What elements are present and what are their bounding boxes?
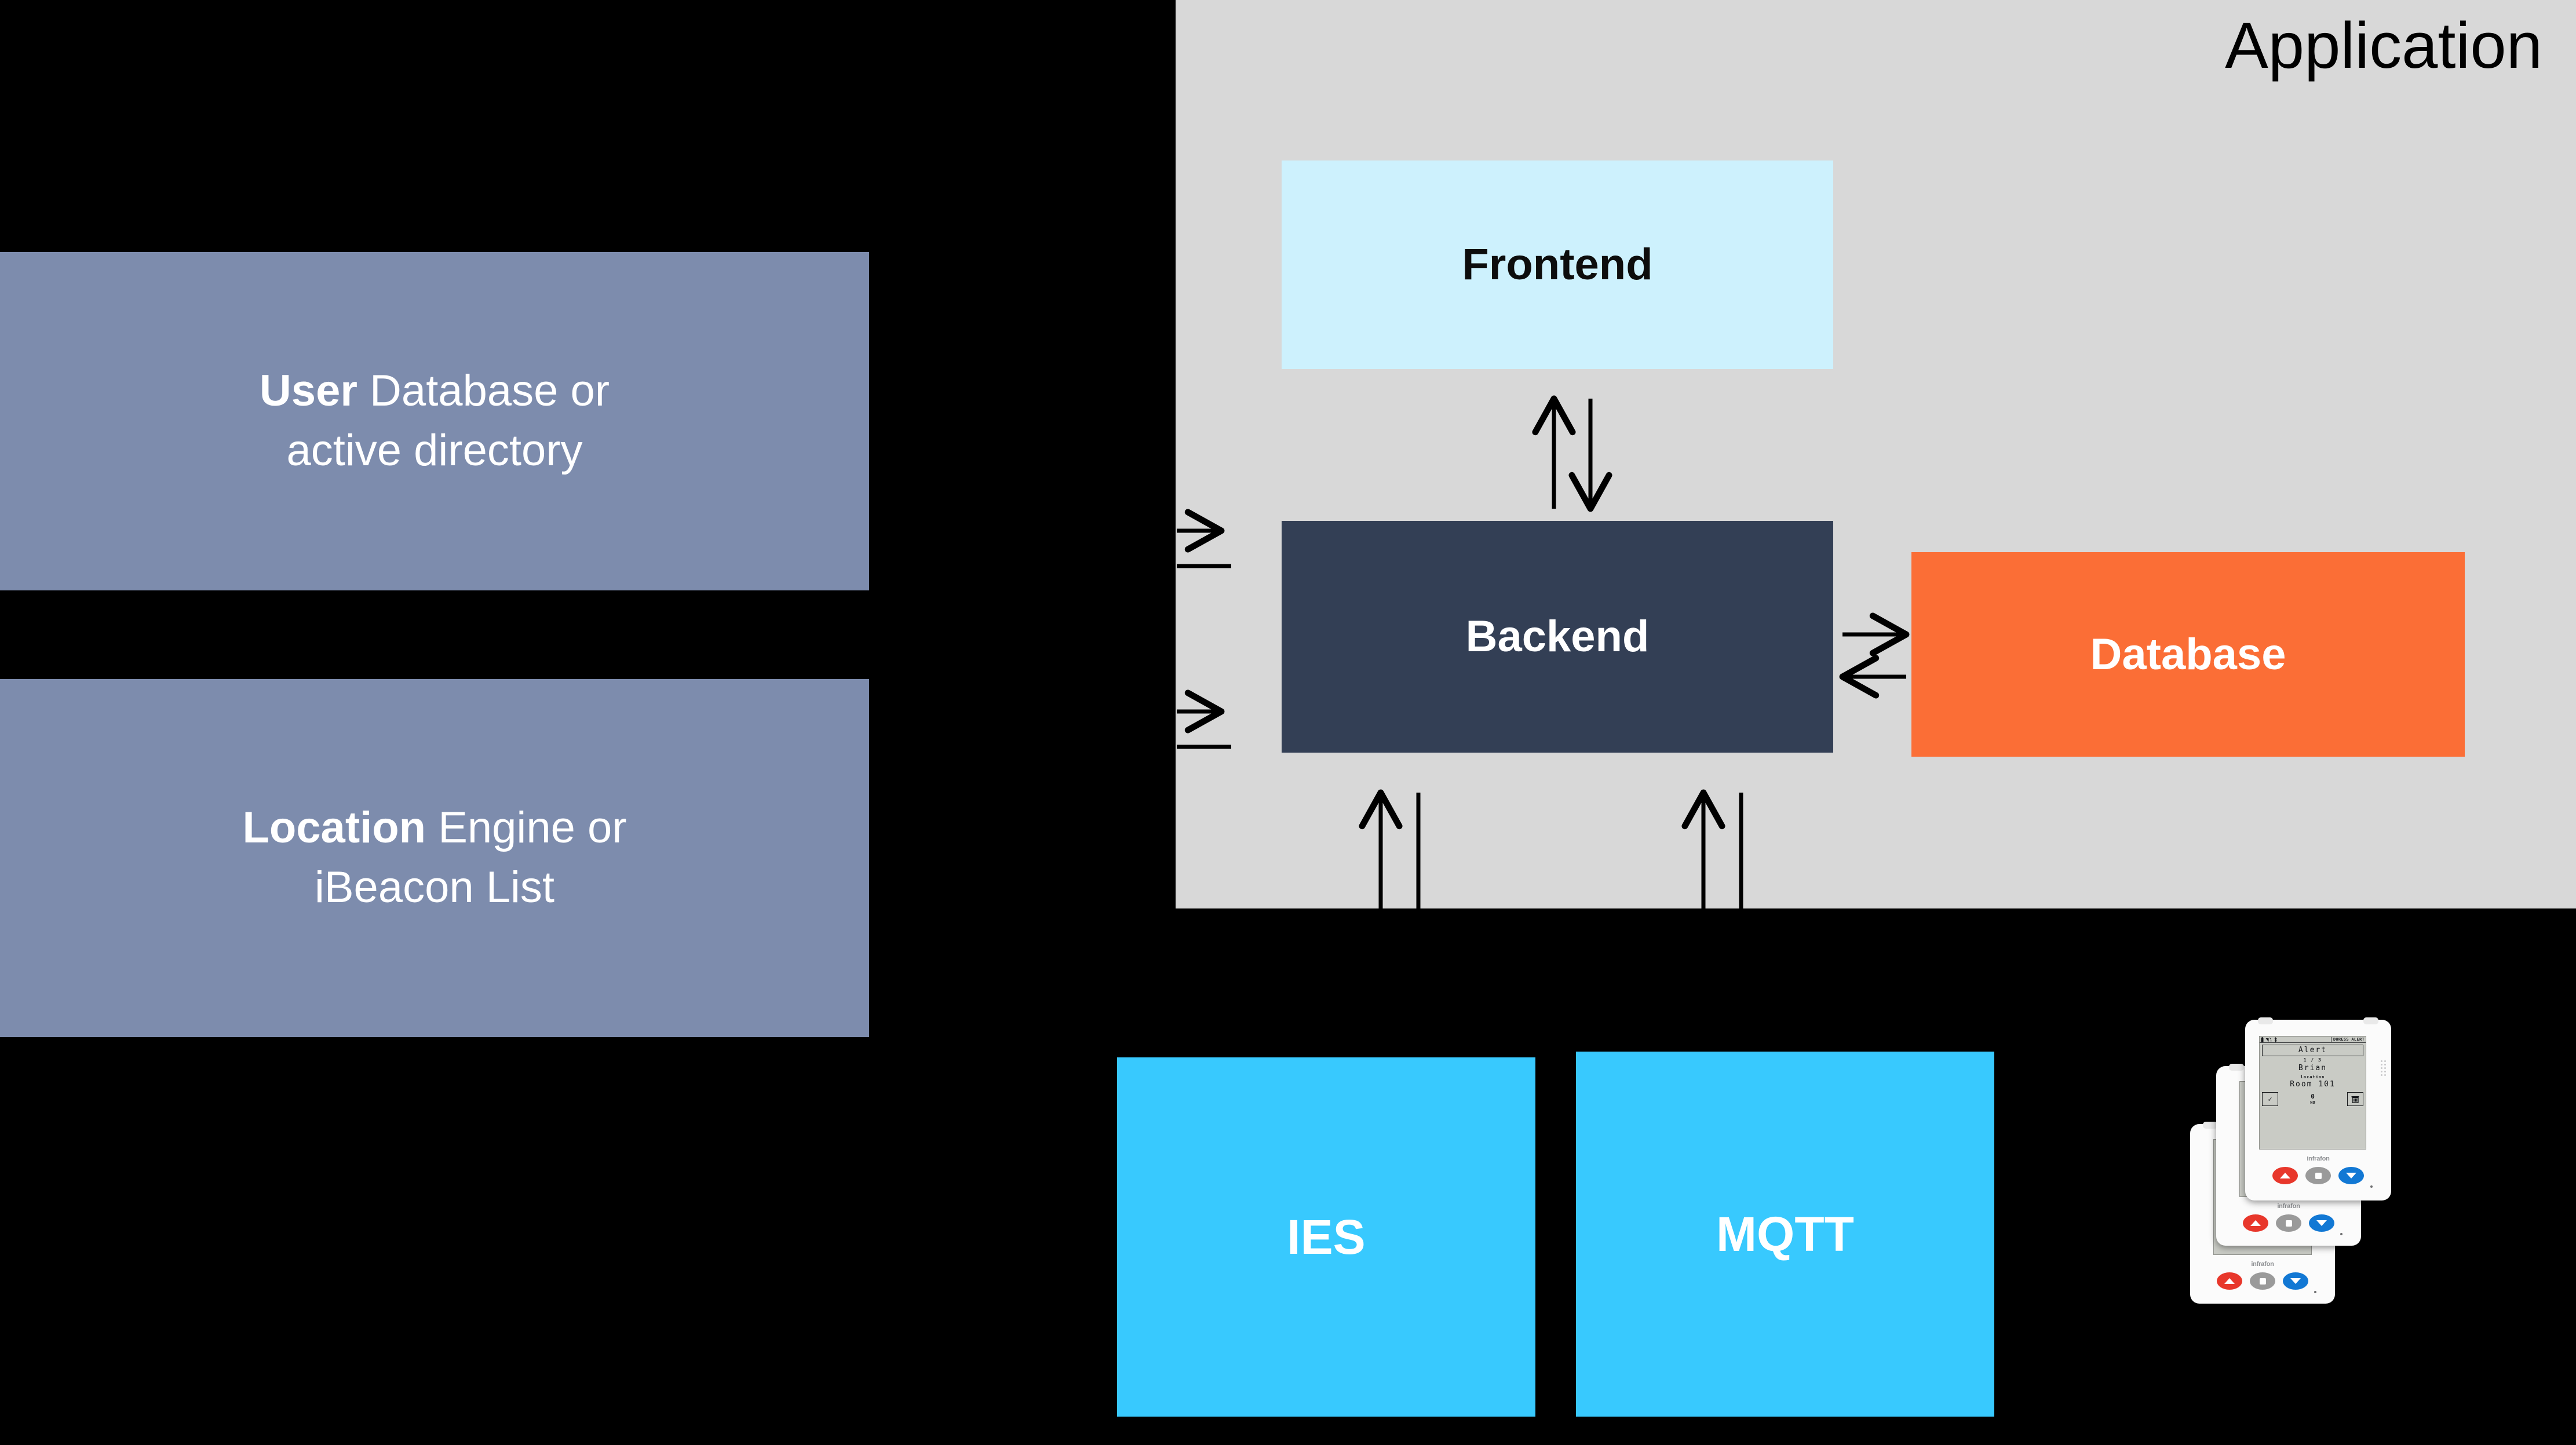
chevron-down-icon — [2316, 1220, 2327, 1226]
pager-device-stack: infrafon infrafon — [2167, 1008, 2410, 1425]
pager-clip-icon-right — [2363, 1017, 2378, 1024]
delete-button[interactable] — [2347, 1092, 2363, 1107]
location-engine-label-line2: iBeacon List — [314, 863, 555, 912]
mqtt-box: MQTT — [1576, 1052, 1994, 1417]
frontend-box: Frontend — [1282, 160, 1833, 369]
database-box: Database — [1911, 552, 2465, 757]
duress-alert-tag: DURESS ALERT — [2330, 1037, 2365, 1042]
user-database-label-line1: User Database or — [260, 362, 610, 421]
location-engine-label-line1: Location Engine or — [242, 798, 626, 858]
pager-button-row-front — [2245, 1167, 2391, 1184]
battery-icon — [2261, 1037, 2264, 1042]
pager-action-row: ✓ 0 NO — [2260, 1090, 2366, 1107]
stop-grey-button[interactable] — [2305, 1167, 2331, 1184]
pager-status-bar: DURESS ALERT — [2260, 1037, 2366, 1043]
backend-box: Backend — [1282, 521, 1833, 753]
up-red-button[interactable] — [2272, 1167, 2298, 1184]
pager-alert-banner: Alert — [2262, 1045, 2363, 1056]
stop-grey-button-middle[interactable] — [2276, 1214, 2301, 1232]
chevron-down-icon — [2346, 1173, 2356, 1178]
application-panel: Application — [1176, 0, 2576, 908]
pager-led-dot-back — [2314, 1291, 2316, 1293]
frontend-label: Frontend — [1462, 240, 1653, 289]
chevron-up-icon — [2250, 1220, 2261, 1226]
pager-location-caption: location — [2300, 1074, 2325, 1079]
pager-led-dot-front — [2370, 1185, 2373, 1188]
pager-clip-icon-left — [2258, 1017, 2273, 1024]
chevron-up-icon — [2224, 1278, 2235, 1284]
up-red-button-middle[interactable] — [2243, 1214, 2268, 1232]
pager-led-dot-middle — [2340, 1233, 2343, 1235]
backend-label: Backend — [1465, 612, 1650, 661]
location-engine-rest: Engine or — [426, 803, 627, 853]
pager-location-room: Room 101 — [2290, 1080, 2336, 1089]
pager-alert-name: Brian — [2298, 1064, 2327, 1073]
pager-speaker-grid — [2381, 1060, 2386, 1076]
mqtt-label: MQTT — [1716, 1207, 1854, 1261]
pager-brand-front: infrafon — [2307, 1155, 2330, 1162]
down-blue-button-middle[interactable] — [2309, 1214, 2334, 1232]
pager-brand-middle: infrafon — [2277, 1203, 2300, 1210]
pager-device-front: DURESS ALERT Alert 1 / 3 Brian location … — [2245, 1017, 2391, 1200]
application-title: Application — [2225, 9, 2542, 82]
stop-square-icon — [2315, 1172, 2322, 1179]
wifi-icon — [2265, 1037, 2272, 1042]
down-blue-button[interactable] — [2338, 1167, 2364, 1184]
pending-count-label: NO — [2310, 1100, 2315, 1105]
pager-brand-back: infrafon — [2251, 1261, 2274, 1268]
up-red-button-back[interactable] — [2217, 1272, 2242, 1290]
ies-box: IES — [1117, 1057, 1535, 1417]
stop-grey-button-back[interactable] — [2250, 1272, 2275, 1290]
user-database-accent: User — [259, 366, 357, 416]
pager-clip-icon — [2229, 1064, 2244, 1071]
pager-screen-front[interactable]: DURESS ALERT Alert 1 / 3 Brian location … — [2259, 1036, 2366, 1150]
pager-button-row-back — [2190, 1272, 2335, 1290]
pager-alert-count: 1 / 3 — [2303, 1057, 2322, 1063]
chevron-up-icon — [2280, 1173, 2290, 1178]
pager-pending-count: 0 NO — [2310, 1093, 2315, 1105]
pager-clip-icon — [2203, 1122, 2218, 1129]
bluetooth-icon — [2274, 1037, 2277, 1042]
pager-status-icons — [2261, 1037, 2278, 1042]
ies-label: IES — [1287, 1210, 1366, 1264]
location-engine-box: Location Engine or iBeacon List — [0, 679, 869, 1037]
confirm-check-button[interactable]: ✓ — [2262, 1092, 2278, 1107]
trash-icon — [2351, 1096, 2359, 1104]
pending-count-value: 0 — [2311, 1093, 2315, 1101]
stop-square-icon — [2285, 1220, 2292, 1227]
database-label: Database — [2090, 629, 2286, 679]
user-database-label-line2: active directory — [286, 426, 583, 475]
pager-button-row-middle — [2216, 1214, 2361, 1232]
user-database-rest: Database or — [357, 366, 610, 416]
user-database-box: User Database or active directory — [0, 252, 869, 590]
down-blue-button-back[interactable] — [2283, 1272, 2308, 1290]
stop-square-icon — [2259, 1278, 2266, 1285]
chevron-down-icon — [2290, 1278, 2301, 1284]
location-engine-accent: Location — [242, 803, 426, 853]
